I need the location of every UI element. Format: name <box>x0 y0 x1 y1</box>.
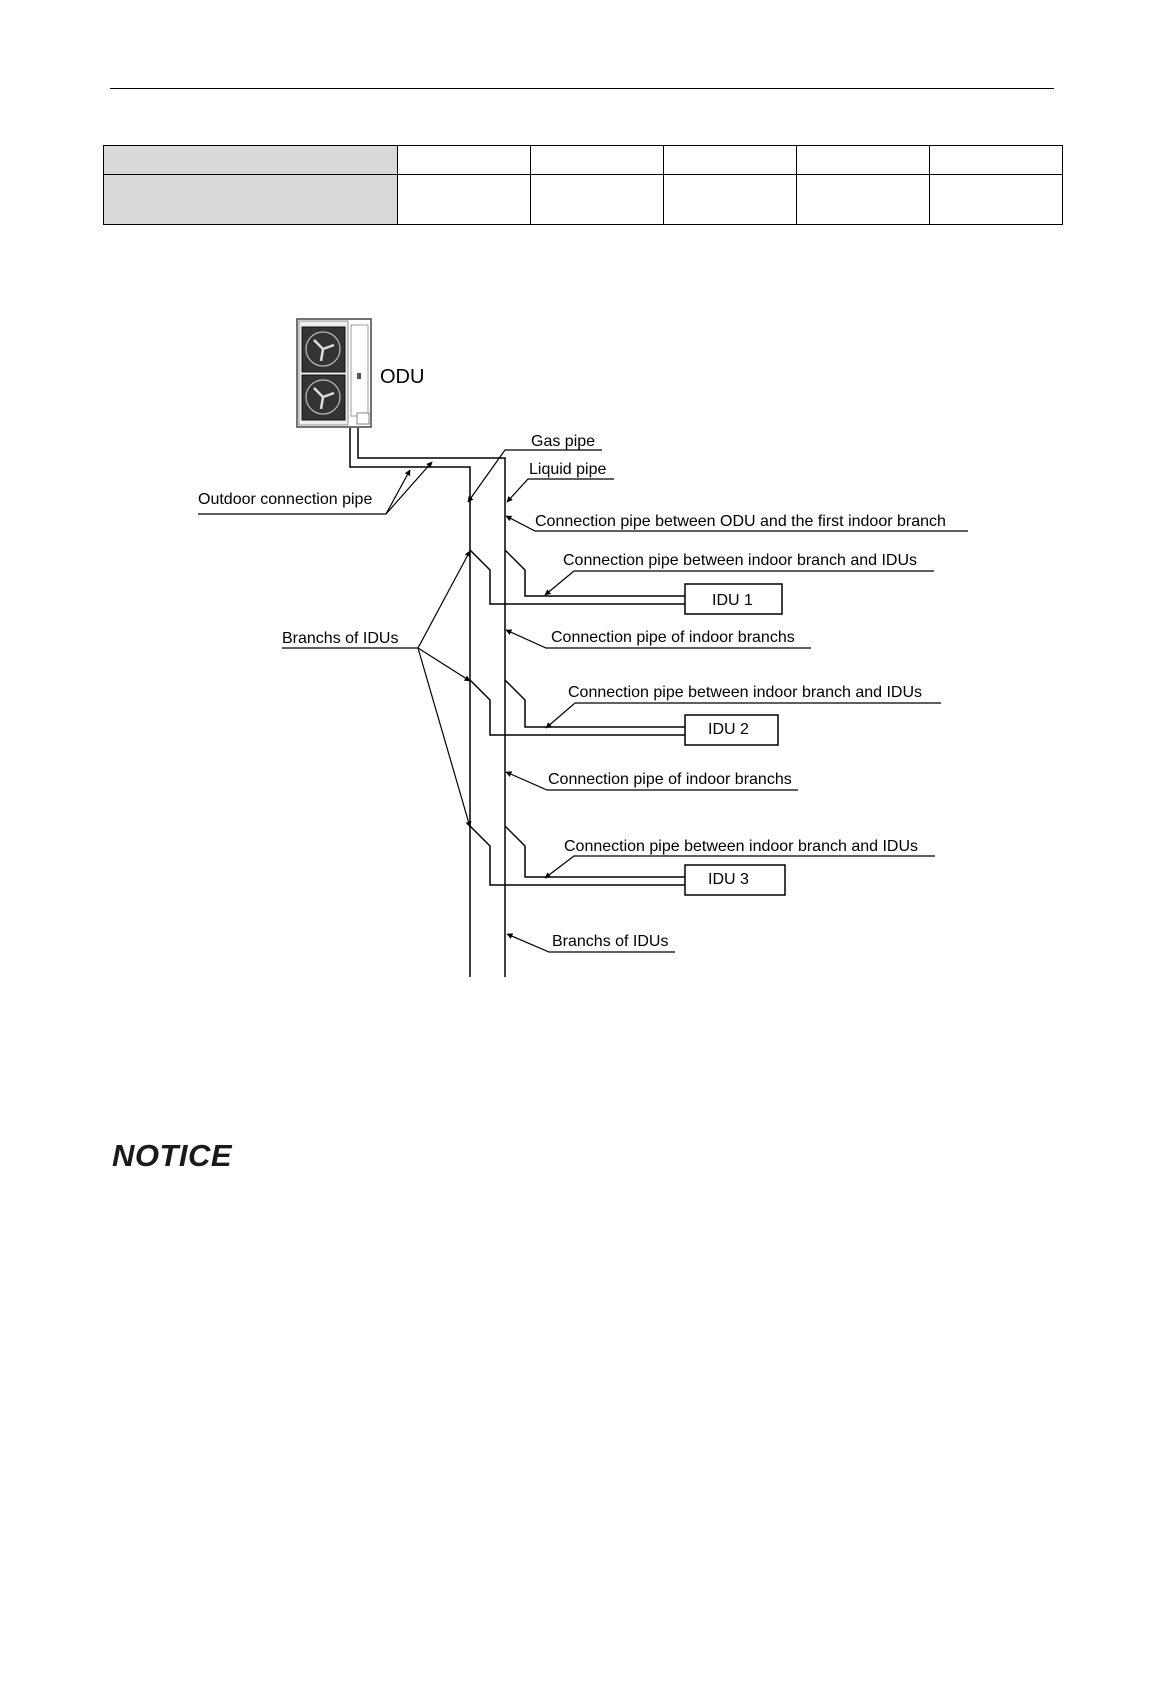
table-cell <box>663 174 797 225</box>
table-row <box>103 174 1063 225</box>
outdoor-connection-pipe-label: Outdoor connection pipe <box>198 491 372 508</box>
table-cell <box>929 174 1063 225</box>
pipe-odu-first-branch-label: Connection pipe between ODU and the firs… <box>535 513 946 530</box>
idu-label: IDU 3 <box>708 871 749 888</box>
table-cell <box>103 145 398 175</box>
idu-branch-pipes <box>469 549 685 886</box>
pipe-branch-idu-label: Connection pipe between indoor branch an… <box>568 684 922 701</box>
branchs-of-idus-label: Branchs of IDUs <box>282 630 398 647</box>
idu-label: IDU 2 <box>708 721 749 738</box>
pipe-branch-idu-label: Connection pipe between indoor branch an… <box>563 552 917 569</box>
idu-unit: IDU 1 <box>684 583 783 615</box>
table-cell <box>397 174 531 225</box>
table-cell <box>530 174 664 225</box>
pipe-indoor-branchs-label: Connection pipe of indoor branchs <box>548 771 792 788</box>
odu-label: ODU <box>380 366 424 388</box>
table-row <box>103 145 1063 175</box>
outdoor-connection-pipes <box>349 428 506 977</box>
header-rule <box>110 88 1054 89</box>
idu-unit: IDU 2 <box>684 714 779 746</box>
table-cell <box>796 174 930 225</box>
branchs-of-idus-label: Branchs of IDUs <box>552 933 668 950</box>
pipe-branch-idu-label: Connection pipe between indoor branch an… <box>564 838 918 855</box>
notice-heading: NOTICE <box>112 1138 233 1173</box>
piping-diagram: ODU IDU 1 IDU 2 IDU 3 <box>198 318 968 977</box>
idu-unit: IDU 3 <box>684 864 786 896</box>
gas-pipe-label: Gas pipe <box>531 433 595 450</box>
spec-table <box>103 145 1063 225</box>
leader-lines <box>198 449 968 953</box>
table-cell <box>103 174 398 225</box>
pipe-indoor-branchs-label: Connection pipe of indoor branchs <box>551 629 795 646</box>
table-cell <box>530 145 664 175</box>
odu-unit-icon <box>296 318 372 428</box>
idu-label: IDU 1 <box>712 592 753 609</box>
liquid-pipe-label: Liquid pipe <box>529 461 607 478</box>
